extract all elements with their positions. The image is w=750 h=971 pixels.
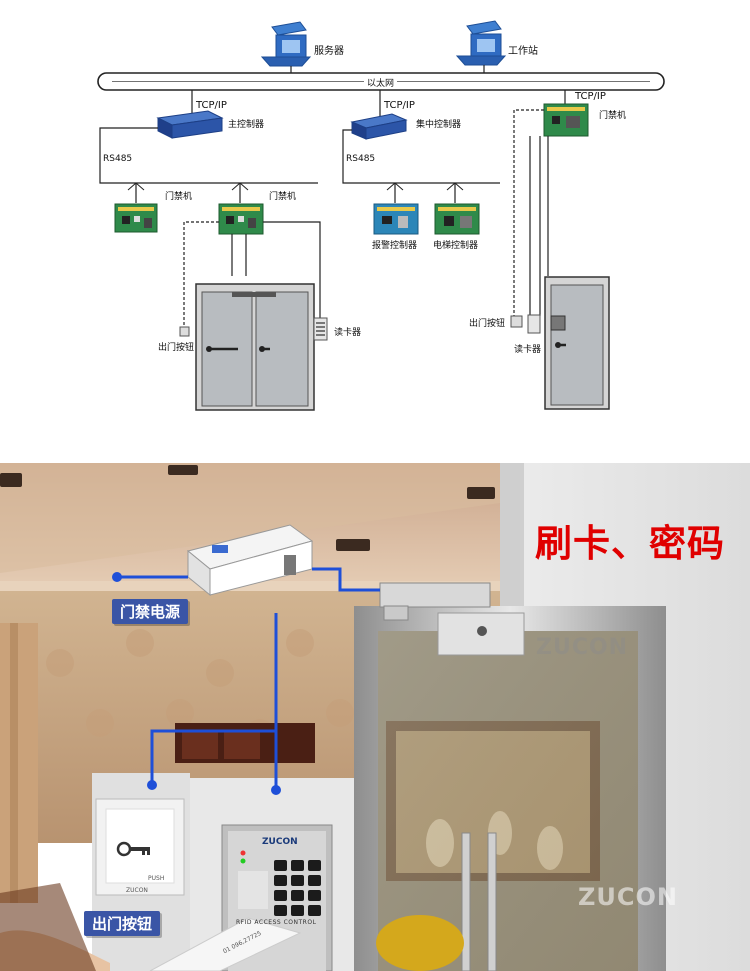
access-controller-2-label: 门禁机: [269, 192, 297, 202]
keypad-caption: RFID ACCESS CONTROL: [236, 919, 317, 926]
access-controller-board-1: [114, 203, 158, 233]
installation-photo: 门禁电源 出门按钮 ZUCON ZUCON ZUCON RFID ACCESS …: [0, 463, 750, 971]
alarm-controller-board: [373, 203, 419, 235]
double-door: [195, 283, 315, 411]
keypad-brand: ZUCON: [262, 837, 298, 847]
exit-button-left-icon: [179, 326, 190, 337]
access-controller-1-label: 门禁机: [165, 192, 193, 202]
watermark-top: ZUCON: [536, 635, 629, 660]
single-door: [544, 276, 610, 410]
access-controller-right-label: 门禁机: [599, 111, 627, 121]
diagram-graphics: [97, 20, 665, 411]
central-controller-label: 集中控制器: [416, 120, 462, 130]
alarm-controller-label: 报警控制器: [372, 241, 418, 251]
network-diagram: 服务器 工作站 以太网 TCP/IP TCP/IP TCP/IP 主控制器 集中…: [0, 0, 750, 440]
central-controller-icon: [350, 113, 408, 140]
server-label: 服务器: [314, 46, 344, 57]
card-reader-left-icon: [313, 317, 328, 341]
main-controller-icon: [156, 110, 224, 139]
exit-button-tag: 出门按钮: [84, 911, 161, 936]
wiring: [112, 567, 380, 795]
tcpip-label-3: TCP/IP: [575, 91, 606, 102]
push-label: PUSH: [148, 875, 165, 882]
photo-scene: [0, 463, 750, 971]
exit-button-right-icon: [510, 315, 523, 328]
elevator-controller-board: [434, 203, 480, 235]
headline-card-password: 刷卡、密码: [535, 522, 725, 565]
rs485-label-2: RS485: [346, 154, 376, 164]
access-controller-board-right: [543, 103, 589, 137]
exit-button-plate: [95, 798, 185, 896]
workstation-label: 工作站: [508, 46, 538, 57]
watermark-main: ZUCON: [578, 883, 678, 911]
rs485-label-1: RS485: [103, 154, 133, 164]
switch-brand: ZUCON: [126, 887, 148, 894]
exit-button-left-label: 出门按钮: [158, 343, 195, 353]
tcpip-label-1: TCP/IP: [196, 100, 227, 111]
ethernet-label: 以太网: [364, 76, 398, 89]
tcpip-label-2: TCP/IP: [384, 100, 415, 111]
workstation-icon: [455, 20, 507, 66]
server-icon: [260, 21, 312, 67]
card-reader-right-label: 读卡器: [514, 345, 542, 355]
rfid-card: [149, 917, 302, 971]
elevator-controller-label: 电梯控制器: [433, 241, 479, 251]
power-supply-icon: [186, 524, 314, 597]
power-supply-tag: 门禁电源: [112, 599, 189, 624]
card-reader-right-icon: [527, 314, 541, 334]
access-controller-board-2: [218, 203, 264, 235]
main-controller-label: 主控制器: [228, 120, 265, 130]
exit-button-right-label: 出门按钮: [469, 319, 506, 329]
electric-lock-icon: [379, 582, 525, 656]
card-reader-left-label: 读卡器: [334, 328, 362, 338]
